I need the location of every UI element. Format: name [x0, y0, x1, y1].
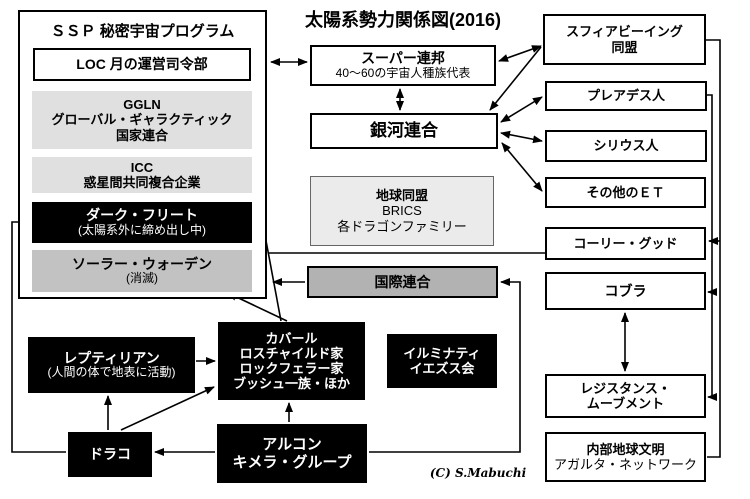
node-dark-fleet-line2: (太陽系外に締め出し中): [78, 222, 206, 237]
node-reptilian: レプティリアン (人間の体で地表に活動): [28, 337, 195, 393]
node-galactic-federation: 銀河連合: [310, 113, 498, 149]
arrow-sphere-galactic: [489, 46, 542, 111]
node-earth-alliance-line3: 各ドラゴンファミリー: [337, 218, 467, 234]
node-resistance-movement: レジスタンス・ ムーブメント: [545, 374, 706, 418]
node-corey-goode: コーリー・グッド: [545, 227, 706, 260]
node-ggln-line1: GGLN: [123, 97, 161, 113]
node-cabal-line2: ロスチャイルド家: [239, 345, 344, 361]
node-sphere-being-alliance: スフィアビーイング 同盟: [543, 14, 706, 65]
copyright-credit: (C) S.Mabuchi: [429, 466, 527, 480]
line-sphere-inner-earth-rail: [706, 39, 721, 458]
node-inner-earth-line1: 内部地球文明: [586, 441, 665, 457]
node-archon: アルコン キメラ・グループ: [217, 424, 367, 483]
node-united-nations: 国際連合: [307, 266, 498, 298]
node-cobra-label: コブラ: [604, 282, 647, 299]
node-earth-alliance: 地球同盟 BRICS 各ドラゴンファミリー: [310, 176, 494, 246]
node-draco: ドラコ: [68, 432, 152, 477]
node-earth-alliance-line2: BRICS: [382, 203, 422, 219]
node-icc-line2: 惑星間共同複合企業: [83, 175, 201, 190]
node-united-nations-label: 国際連合: [374, 273, 431, 290]
node-sphere-being-line1: スフィアビーイング: [566, 24, 683, 40]
node-loc: LOC 月の運営司令部: [33, 48, 251, 81]
node-cobra: コブラ: [545, 272, 706, 310]
node-ggln-line3: 国家連合: [115, 127, 168, 143]
node-sirians-label: シリウス人: [593, 138, 659, 154]
node-resistance-line2: ムーブメント: [586, 396, 665, 411]
node-sirians: シリウス人: [545, 130, 707, 162]
node-cabal-line3: ロックフェラー家: [239, 361, 344, 376]
node-solar-warden-line1: ソーラー・ウォーデン: [72, 255, 212, 272]
node-cabal-line1: カバール: [265, 330, 318, 346]
arrow-draco-cabal: [120, 386, 215, 431]
ssp-frame-title: ＳＳＰ 秘密宇宙プログラム: [50, 23, 235, 40]
node-illuminati-line1: イルミナティ: [403, 345, 481, 361]
node-galactic-federation-label: 銀河連合: [370, 121, 438, 141]
node-reptilian-line1: レプティリアン: [63, 349, 160, 366]
arrow-galactic-other-et: [501, 142, 543, 192]
arrow-galactic-pleiadians: [500, 96, 543, 123]
node-cabal-line4: ブッシュ一族・ほか: [232, 376, 350, 392]
node-other-et-label: その他のＥＴ: [586, 184, 665, 200]
node-illuminati-line2: イエズス会: [409, 361, 475, 376]
node-solar-warden: ソーラー・ウォーデン (消滅): [32, 250, 252, 292]
node-icc-line1: ICC: [130, 159, 154, 175]
node-icc: ICC 惑星間共同複合企業: [32, 157, 252, 193]
node-solar-warden-line2: (消滅): [126, 271, 158, 286]
node-super-federation: スーパー連邦 40〜60の宇宙人種族代表: [310, 45, 496, 86]
node-ggln: GGLN グローバル・ギャラクティック 国家連合: [32, 91, 252, 149]
page-title: 太陽系勢力関係図(2016): [304, 10, 502, 30]
arrow-pleiadians-resistance: [707, 94, 717, 401]
node-inner-earth-line2: アガルタ・ネットワーク: [553, 457, 697, 472]
arrow-galactic-sirians: [500, 130, 543, 144]
node-super-federation-line1: スーパー連邦: [361, 50, 445, 67]
node-dark-fleet-line1: ダーク・フリート: [86, 207, 198, 224]
node-reptilian-line2: (人間の体で地表に活動): [47, 365, 176, 380]
arrow-super-federation-sphere: [498, 45, 542, 62]
node-archon-line1: アルコン: [262, 436, 322, 454]
node-draco-label: ドラコ: [89, 446, 131, 463]
node-resistance-line1: レジスタンス・: [580, 380, 671, 396]
node-loc-label: LOC 月の運営司令部: [76, 56, 208, 73]
node-super-federation-line2: 40〜60の宇宙人種族代表: [335, 65, 471, 80]
node-pleiadians-label: プレアデス人: [586, 88, 665, 104]
node-earth-alliance-line1: 地球同盟: [375, 188, 428, 204]
node-cabal: カバール ロスチャイルド家 ロックフェラー家 ブッシュ一族・ほか: [218, 322, 365, 400]
node-other-et: その他のＥＴ: [545, 177, 706, 208]
node-illuminati: イルミナティ イエズス会: [387, 334, 497, 388]
node-pleiadians: プレアデス人: [545, 81, 707, 111]
node-sphere-being-line2: 同盟: [611, 39, 638, 55]
node-corey-goode-label: コーリー・グッド: [573, 235, 678, 251]
node-archon-line2: キメラ・グループ: [232, 453, 352, 471]
node-dark-fleet: ダーク・フリート (太陽系外に締め出し中): [32, 202, 252, 243]
node-ggln-line2: グローバル・ギャラクティック: [51, 112, 233, 128]
node-inner-earth: 内部地球文明 アガルタ・ネットワーク: [545, 432, 706, 482]
